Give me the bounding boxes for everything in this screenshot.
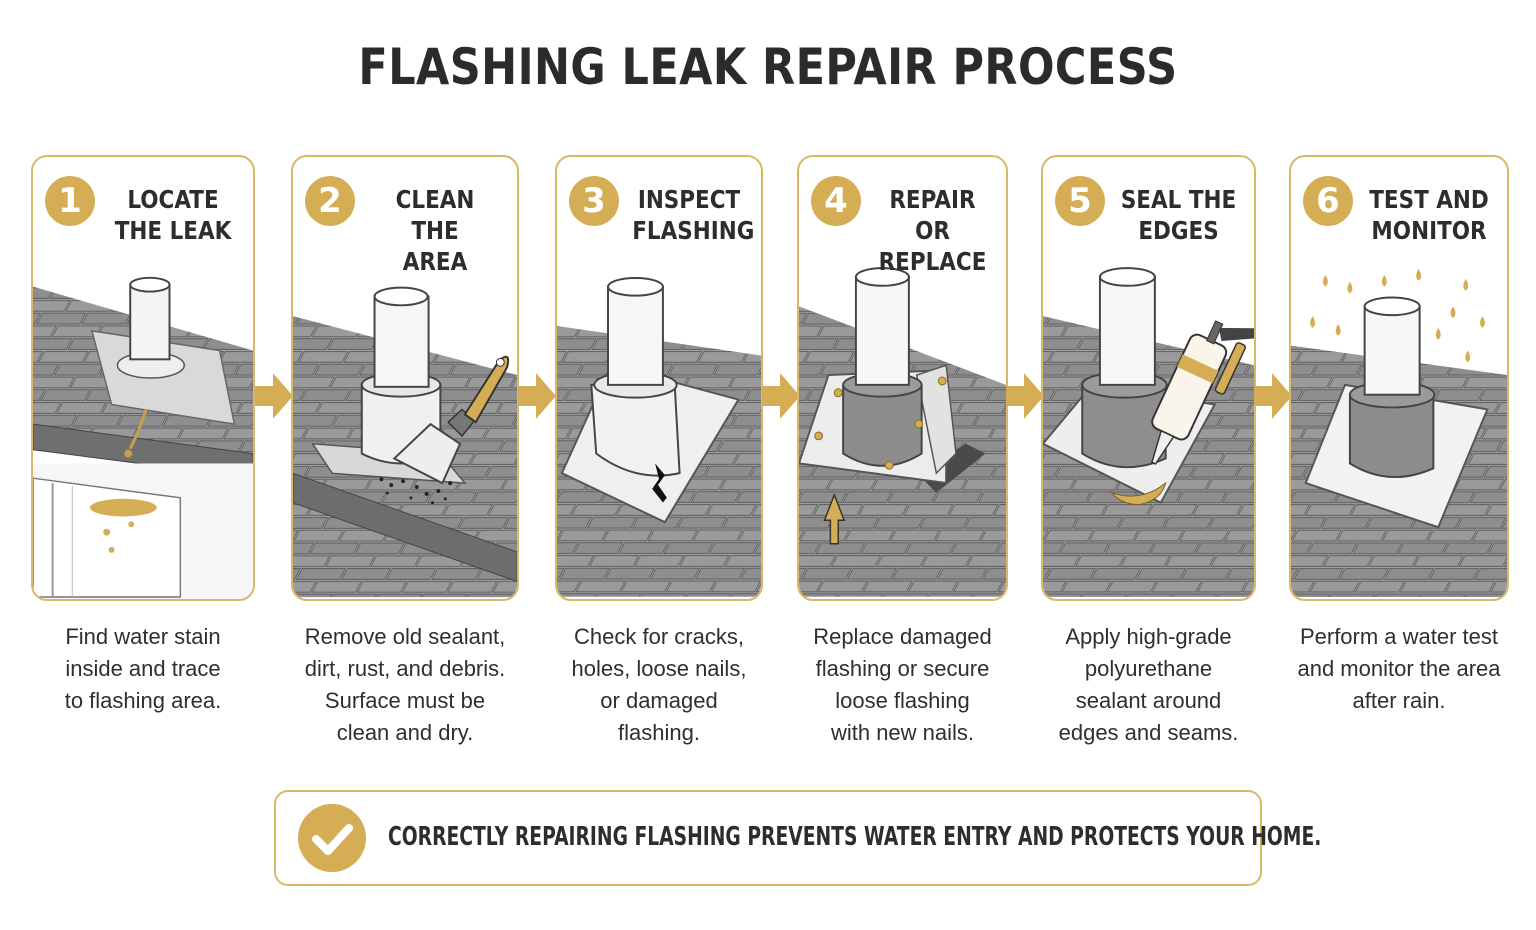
step-card: 5 SEAL THE EDGES	[1041, 155, 1256, 601]
step-card: 3 INSPECT FLASHING	[555, 155, 763, 601]
step-card: 2 CLEAN THE AREA	[291, 155, 519, 601]
step-title: INSPECT FLASHING	[632, 185, 755, 245]
cracked-flashing-icon	[557, 276, 761, 597]
step-description: Check for cracks, holes, loose nails, or…	[571, 624, 747, 745]
step-description: Find water stain inside and trace to fla…	[64, 624, 222, 713]
rain-drops-icon	[1291, 269, 1507, 597]
checkmark-icon	[298, 804, 366, 872]
page-title: FLASHING LEAK REPAIR PROCESS	[358, 38, 1178, 96]
step-number-badge: 6	[1303, 176, 1353, 226]
step-number-badge: 3	[569, 176, 619, 226]
step-title: SEAL THE EDGES	[1120, 185, 1237, 245]
nailed-flashing-icon	[799, 267, 1006, 597]
step-card: 1 LOCATE THE LEAK	[31, 155, 255, 601]
step-1: 1 LOCATE THE LEAK Find water stain insid…	[31, 155, 255, 713]
step-number-badge: 1	[45, 176, 95, 226]
step-description: Remove old sealant, dirt, rust, and debr…	[304, 624, 506, 745]
summary-banner: CORRECTLY REPAIRING FLASHING PREVENTS WA…	[274, 790, 1322, 886]
putty-knife-icon	[293, 286, 517, 598]
step-card: 4 REPAIR OR REPLACE	[797, 155, 1008, 601]
step-number-badge: 5	[1055, 176, 1105, 226]
pipe-leak-icon	[33, 276, 253, 599]
arrow-right-icon	[1006, 373, 1044, 419]
step-5: 5 SEAL THE EDGES Apply high-grade polyur…	[1041, 155, 1256, 745]
step-description: Apply high-grade polyurethane sealant ar…	[1058, 624, 1239, 745]
arrow-right-icon	[518, 373, 556, 419]
banner-text: CORRECTLY REPAIRING FLASHING PREVENTS WA…	[388, 822, 1322, 852]
step-3: 3 INSPECT FLASHING Check for cracks, hol…	[555, 155, 763, 745]
step-title: REPAIR OR REPLACE	[878, 185, 987, 276]
arrow-right-icon	[762, 373, 800, 419]
step-2: 2 CLEAN THE AREA Remove old sealant, dir…	[291, 155, 519, 745]
arrow-right-icon	[1254, 373, 1292, 419]
caulk-gun-icon	[1043, 267, 1254, 597]
step-card: 6 TEST AND MONITOR	[1289, 155, 1509, 601]
step-title: TEST AND MONITOR	[1369, 185, 1489, 245]
step-number-badge: 4	[811, 176, 861, 226]
step-number-badge: 2	[305, 176, 355, 226]
step-title: LOCATE THE LEAK	[114, 185, 232, 245]
step-description: Perform a water test and monitor the are…	[1297, 624, 1501, 713]
step-title: CLEAN THE AREA	[395, 185, 475, 276]
step-4: 4 REPAIR OR REPLACE Replace damaged flas…	[797, 155, 1008, 745]
step-6: 6 TEST AND MONITOR Perform a water test …	[1289, 155, 1509, 713]
step-description: Replace damaged flashing or secure loose…	[813, 624, 992, 745]
arrow-right-icon	[255, 373, 293, 419]
